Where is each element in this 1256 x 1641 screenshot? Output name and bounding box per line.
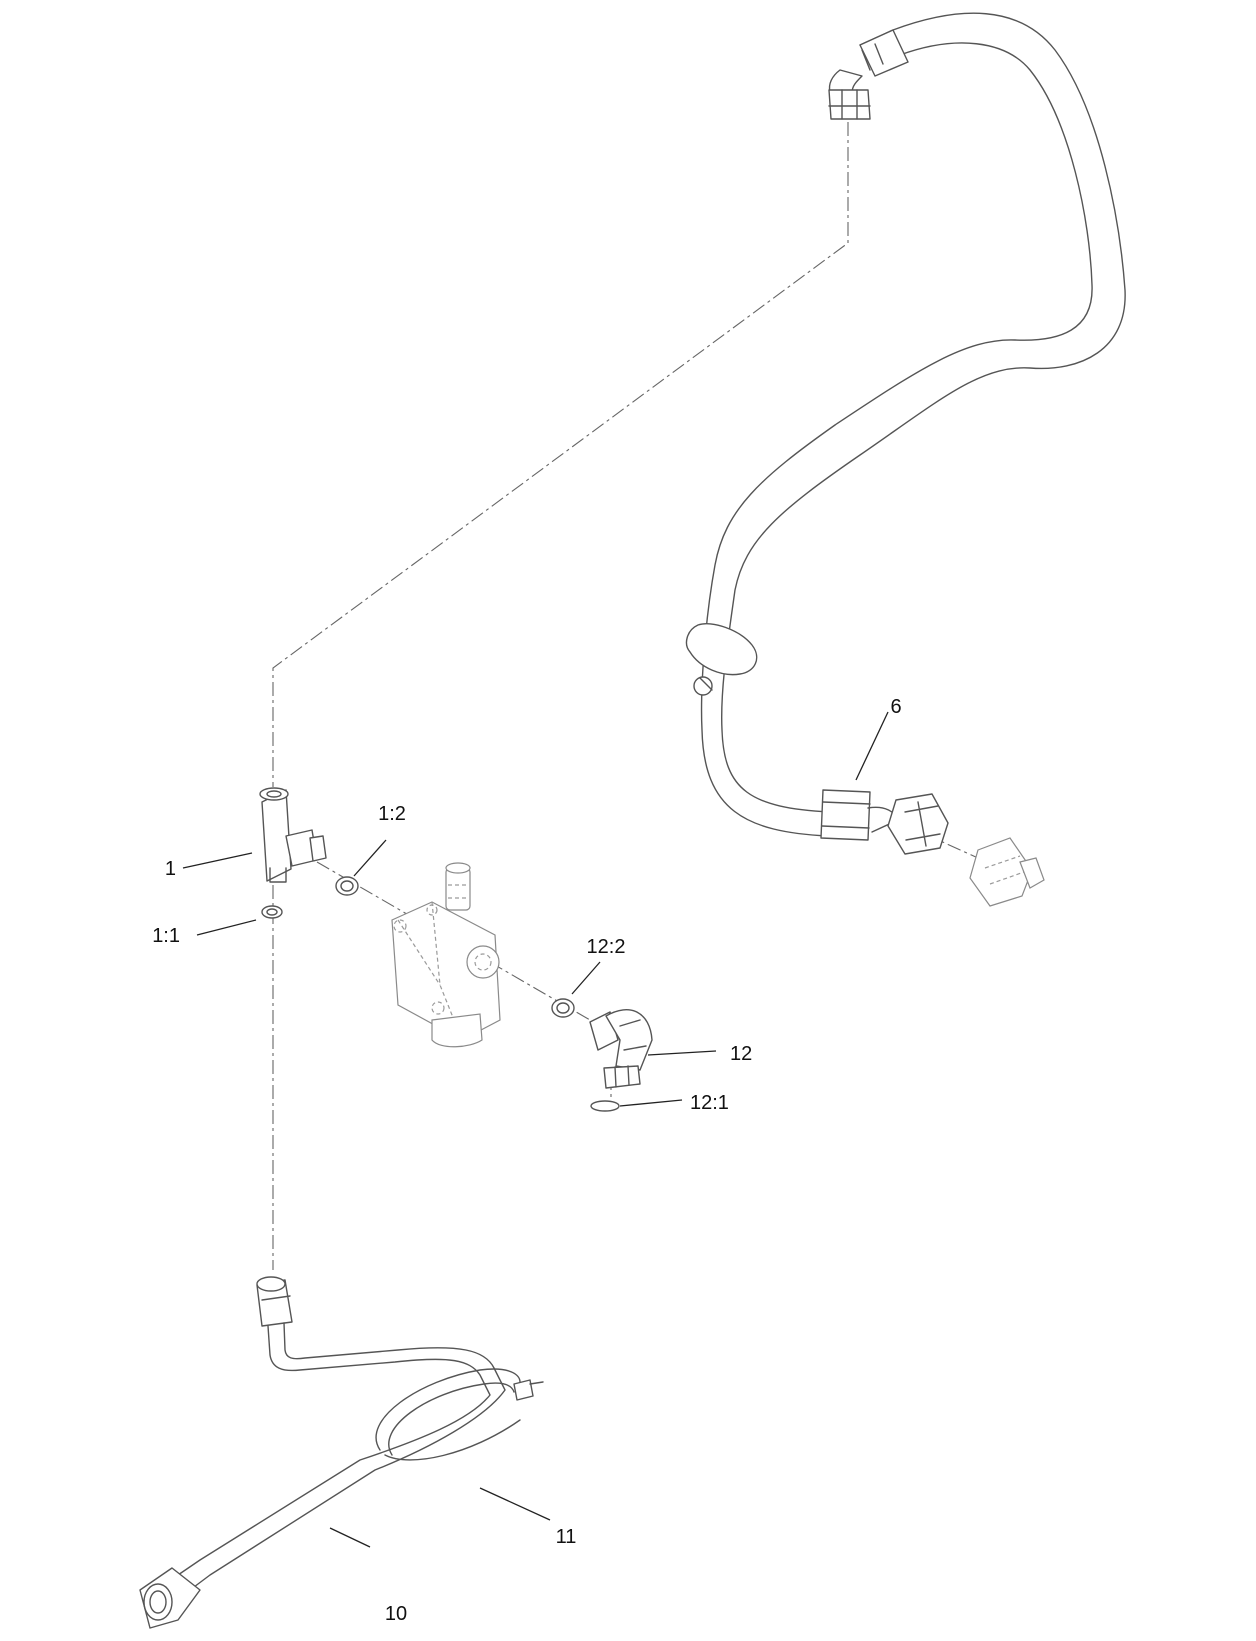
- leader-lines: [182, 711, 889, 1548]
- o-ring-1-2: [335, 876, 359, 896]
- o-ring-12-2: [551, 998, 575, 1018]
- o-rings: [261, 876, 620, 1112]
- callout-1-2: 1:2: [378, 803, 406, 825]
- hose-adapter: [969, 837, 1045, 907]
- o-ring-1-1: [261, 905, 283, 919]
- callout-12: 12: [730, 1043, 752, 1065]
- o-ring-12-1: [590, 1100, 620, 1112]
- callout-6: 6: [890, 696, 901, 718]
- hydraulic-hose: [685, 12, 1126, 855]
- callout-12-1: 12:1: [690, 1092, 729, 1114]
- elbow-fitting: [589, 1009, 653, 1089]
- callout-11: 11: [556, 1526, 577, 1548]
- callout-labels: 1 1:1 1:2 6 10 11 12 12:1 12:2: [152, 696, 901, 1625]
- callout-10: 10: [385, 1603, 407, 1625]
- callout-12-2: 12:2: [587, 936, 626, 958]
- heat-shield: [375, 1368, 544, 1461]
- tee-fitting: [259, 787, 327, 883]
- callout-1: 1: [165, 858, 176, 880]
- callout-1-1: 1:1: [152, 925, 180, 947]
- steel-tube: [139, 1276, 506, 1629]
- valve-block-phantom: [391, 862, 501, 1048]
